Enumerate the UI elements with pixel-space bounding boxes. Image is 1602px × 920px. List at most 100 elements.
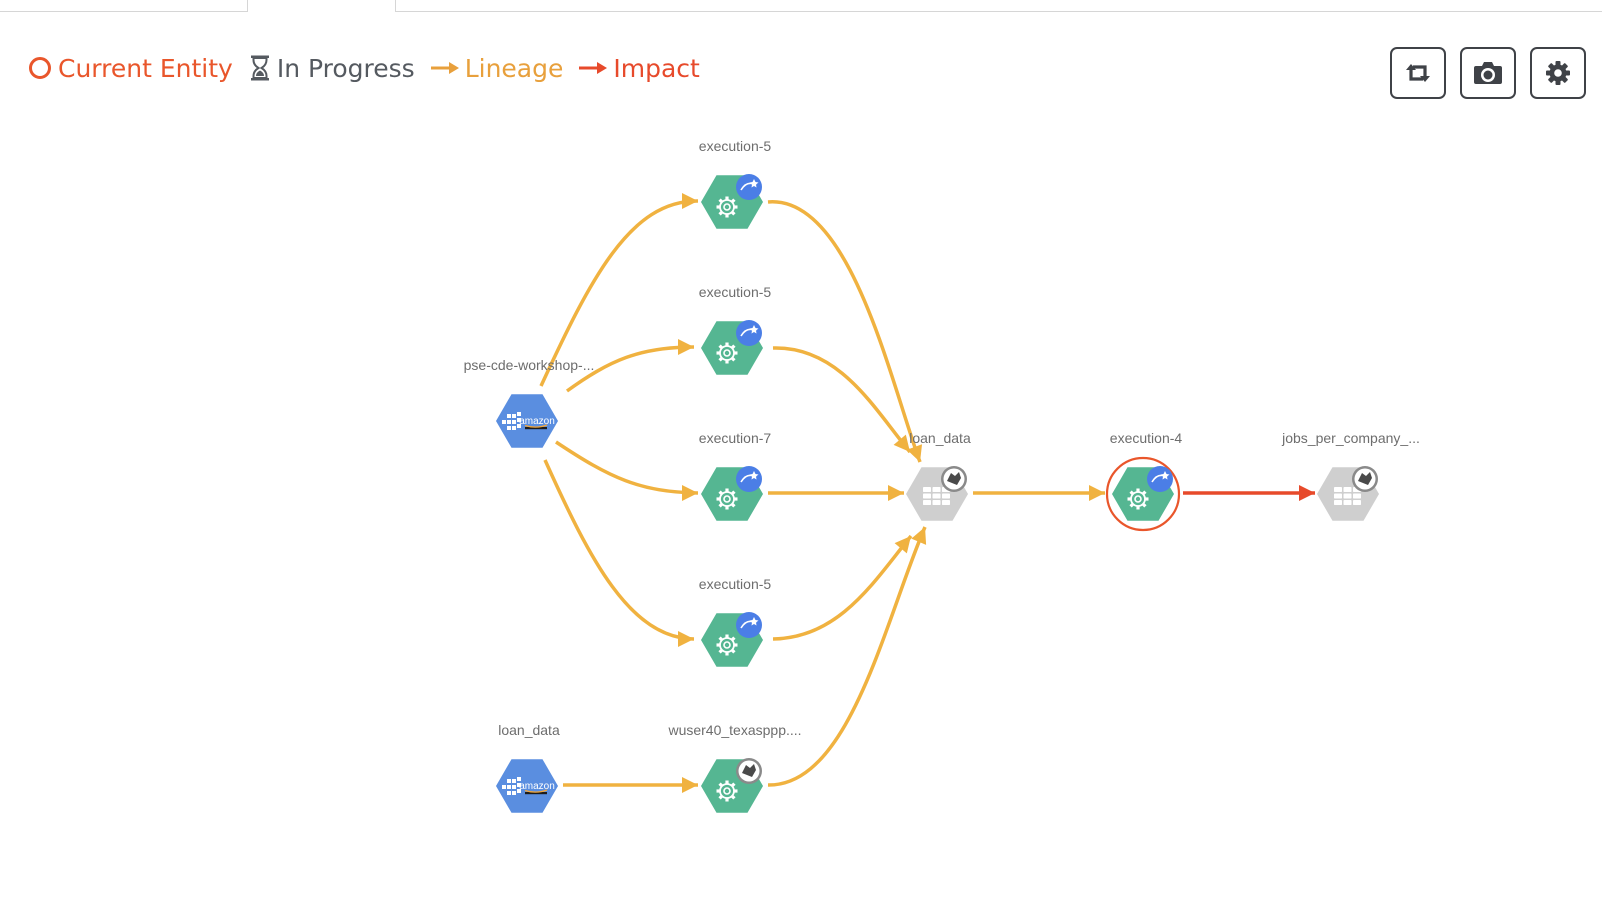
node-e5b[interactable]: execution-5: [699, 284, 772, 375]
hive-badge-icon: [736, 758, 762, 784]
table-grid-icon: [1334, 487, 1361, 505]
camera-icon: [1474, 62, 1502, 84]
node-e5c[interactable]: execution-5: [699, 576, 772, 667]
edge-arrowhead: [894, 536, 911, 554]
edge-aws1-e5b: [565, 339, 695, 393]
gear-icon: [1546, 61, 1570, 85]
edge-wu-loan: [767, 526, 927, 787]
edge-line: [539, 199, 699, 387]
node-label: pse-cde-workshop-...: [464, 357, 595, 373]
edge-line: [767, 200, 922, 463]
node-label: execution-5: [699, 576, 772, 592]
spark-badge-icon: [736, 174, 762, 200]
arrow-right-icon: [579, 62, 608, 74]
node-e7[interactable]: execution-7: [699, 430, 772, 521]
node-label: loan_data: [498, 722, 560, 738]
gear-icon: [716, 342, 738, 364]
edge-aws1-e5a: [539, 193, 699, 387]
edge-e5b-loan: [772, 346, 912, 454]
refresh-button[interactable]: [1390, 47, 1446, 99]
screenshot-button[interactable]: [1460, 47, 1516, 99]
legend-impact-label: Impact: [613, 53, 700, 83]
aws-node-shape: [496, 759, 558, 813]
tab-left[interactable]: [0, 0, 248, 12]
edge-arrowhead: [1299, 485, 1315, 501]
spark-badge-icon: [736, 612, 762, 638]
node-wu[interactable]: wuser40_texasppp....: [667, 722, 802, 813]
spark-badge-icon: [736, 320, 762, 346]
legend-current-entity: Current Entity: [28, 54, 233, 83]
edge-arrowhead: [1089, 485, 1105, 501]
retweet-icon: [1406, 64, 1430, 82]
hourglass-icon: [250, 55, 269, 81]
edges-layer: [539, 193, 1315, 793]
edge-line: [772, 534, 913, 641]
tab-strip: [0, 0, 1602, 14]
edge-arrowhead: [682, 485, 698, 501]
node-label: execution-5: [699, 284, 772, 300]
settings-button[interactable]: [1530, 47, 1586, 99]
edge-arrowhead: [888, 485, 904, 501]
legend-lineage-label: Lineage: [464, 53, 564, 83]
gear-icon: [716, 634, 738, 656]
edge-line: [543, 459, 695, 641]
edge-arrowhead: [678, 339, 694, 355]
node-label: execution-5: [699, 138, 772, 154]
svg-text:amazon: amazon: [519, 416, 555, 427]
edge-aws1-e7: [555, 440, 699, 501]
legend-impact: Impact: [579, 53, 700, 83]
edge-arrowhead: [893, 434, 910, 452]
legend-current-entity-label: Current Entity: [58, 53, 233, 83]
edge-e5a-loan: [767, 200, 923, 463]
gear-icon: [1127, 488, 1149, 510]
amazon-web-services-logo: amazon: [502, 777, 555, 795]
arrow-right-icon: [430, 62, 459, 74]
tab-right[interactable]: [395, 0, 1602, 12]
gear-icon: [716, 488, 738, 510]
node-e4[interactable]: execution-4: [1105, 430, 1183, 532]
spark-badge-icon: [736, 466, 762, 492]
edge-line: [767, 526, 927, 787]
node-loan[interactable]: loan_data: [906, 430, 971, 521]
node-e5a[interactable]: execution-5: [699, 138, 772, 229]
node-aws1[interactable]: amazon pse-cde-workshop-...: [464, 357, 595, 448]
edge-line: [772, 346, 912, 454]
gear-icon: [716, 780, 738, 802]
circle-icon: [29, 57, 51, 79]
node-label: wuser40_texasppp....: [667, 722, 801, 738]
edge-line: [555, 440, 699, 495]
edge-e7-loan: [768, 485, 904, 501]
edge-e5c-loan: [772, 534, 913, 641]
legend: Current Entity In Progress Lineage Impac…: [28, 48, 700, 88]
legend-lineage: Lineage: [430, 53, 564, 83]
nodes-layer: amazon pse-cde-workshop-... amazon loan_dat…: [464, 138, 1420, 813]
edge-arrowhead: [907, 444, 923, 462]
hive-badge-icon: [1352, 466, 1378, 492]
edge-arrowhead: [682, 777, 698, 793]
node-jobs[interactable]: jobs_per_company_...: [1281, 430, 1420, 521]
node-label: execution-7: [699, 430, 772, 446]
svg-text:amazon: amazon: [519, 781, 555, 792]
spark-badge-icon: [1147, 466, 1173, 492]
edge-e4-jobs: [1183, 485, 1315, 501]
edge-arrowhead: [678, 631, 694, 647]
gear-icon: [716, 196, 738, 218]
toolbar: [1390, 47, 1586, 99]
edge-arrowhead: [911, 527, 927, 545]
hive-badge-icon: [941, 466, 967, 492]
amazon-web-services-logo: amazon: [502, 412, 555, 430]
node-label: jobs_per_company_...: [1281, 430, 1420, 446]
node-label: loan_data: [909, 430, 971, 446]
edge-line: [565, 345, 695, 393]
edge-aws1-e5c: [543, 459, 695, 647]
node-aws2[interactable]: amazon loan_data: [496, 722, 560, 813]
legend-in-progress-label: In Progress: [276, 53, 415, 83]
edge-arrowhead: [682, 193, 698, 209]
legend-in-progress: In Progress: [249, 54, 415, 83]
table-grid-icon: [923, 487, 950, 505]
edge-aws2-wu: [563, 777, 698, 793]
node-label: execution-4: [1110, 430, 1183, 446]
edge-loan-e4: [973, 485, 1105, 501]
aws-node-shape: [496, 394, 558, 448]
